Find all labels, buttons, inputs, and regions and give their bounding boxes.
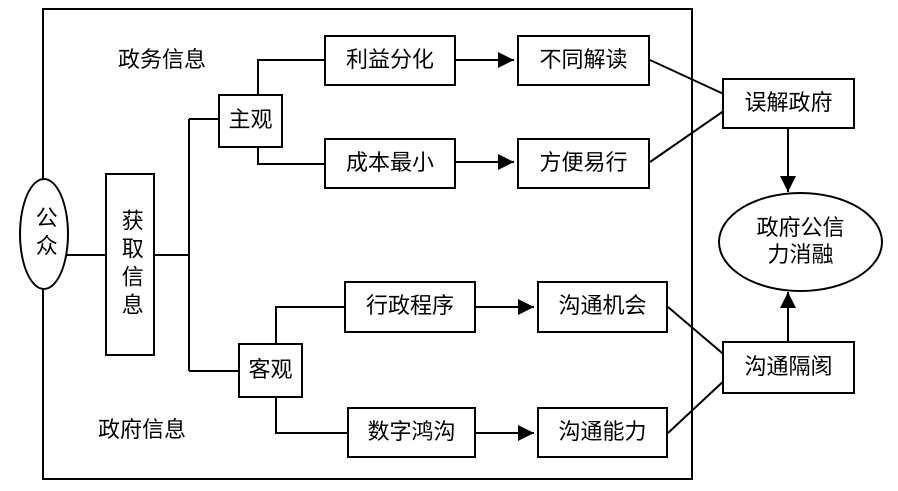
connector-convenient-to-misunderstand xyxy=(649,107,729,163)
connector-subjective-to-cost xyxy=(257,147,324,165)
node-public: 公众 xyxy=(19,178,69,290)
node-credibility-loss: 政府公信力消融 xyxy=(718,192,883,292)
label-gov-info: 政府信息 xyxy=(98,418,187,443)
node-comm-chance: 沟通机会 xyxy=(537,281,668,333)
connector-objective-to-digital xyxy=(275,398,347,434)
node-admin-procedure: 行政程序 xyxy=(344,281,476,333)
connector-chance-to-barrier xyxy=(667,306,729,359)
connector-subjective-to-interest xyxy=(257,59,324,95)
connector-ability-to-barrier xyxy=(667,376,729,434)
node-subjective: 主观 xyxy=(218,94,283,148)
label-gov-affairs-info: 政务信息 xyxy=(118,48,207,73)
node-digital-gap: 数字鸿沟 xyxy=(347,407,476,458)
connector-reading-to-misunderstand xyxy=(649,59,729,97)
node-comm-barrier: 沟通隔阂 xyxy=(722,341,855,394)
node-objective: 客观 xyxy=(238,343,303,398)
node-diff-reading: 不同解读 xyxy=(517,35,650,86)
connector-objective-to-procedure xyxy=(275,306,344,343)
node-misunderstand: 误解政府 xyxy=(722,78,855,129)
node-cost-min: 成本最小 xyxy=(324,138,456,189)
node-convenient: 方便易行 xyxy=(517,138,650,189)
node-comm-ability: 沟通能力 xyxy=(537,407,668,458)
node-interest-split: 利益分化 xyxy=(324,35,456,86)
node-get-info: 获取信息 xyxy=(105,173,155,356)
